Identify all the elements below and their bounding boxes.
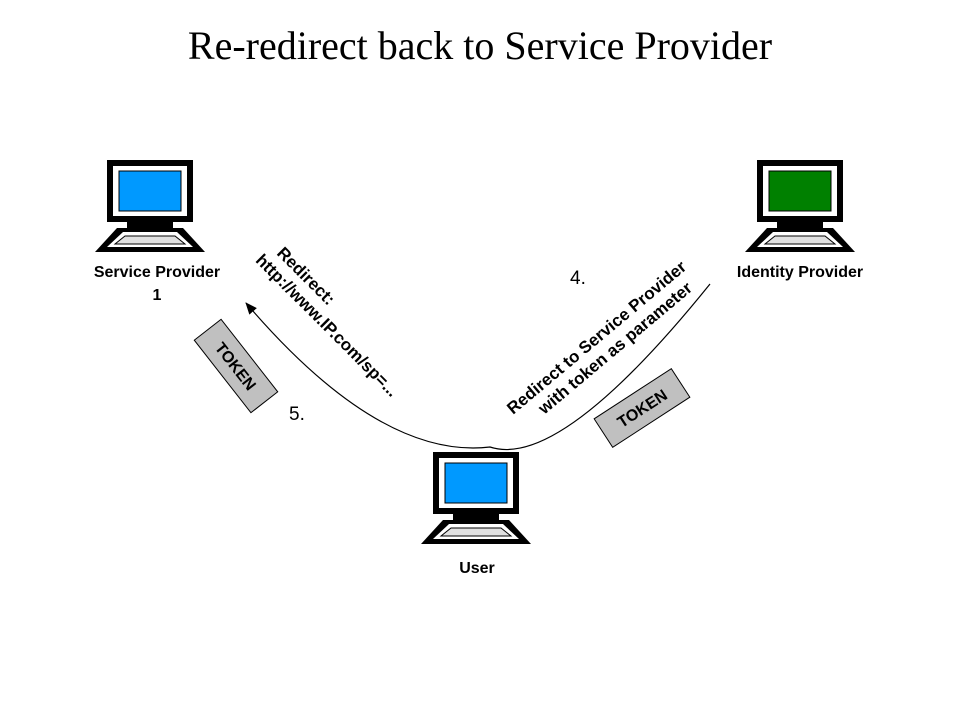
identity-provider-screen — [768, 170, 832, 212]
user-label: User — [459, 560, 495, 577]
redirect-flow-arrow — [245, 283, 711, 451]
service-provider-screen — [118, 170, 182, 212]
step-5-number: 5. — [289, 404, 305, 425]
step-5-label-line2: http://www.IP.com/sp=... — [252, 250, 402, 400]
step-5-token-badge: TOKEN — [193, 318, 279, 414]
token-5-box — [193, 318, 279, 414]
identity-provider-label: Identity Provider — [737, 264, 863, 281]
step-4-token-badge: TOKEN — [593, 367, 691, 449]
service-provider-number: 1 — [153, 287, 162, 304]
user-computer-icon — [420, 451, 532, 545]
service-provider-computer-icon — [94, 159, 206, 253]
page-title: Re-redirect back to Service Provider — [187, 23, 773, 68]
step-4-number: 4. — [570, 268, 586, 289]
service-provider-label: Service Provider — [94, 264, 220, 281]
user-screen — [444, 462, 508, 504]
step-5-description: Redirect: http://www.IP.com/sp=... — [252, 243, 402, 400]
token-4-box — [593, 367, 691, 449]
identity-provider-computer-icon — [744, 159, 856, 253]
